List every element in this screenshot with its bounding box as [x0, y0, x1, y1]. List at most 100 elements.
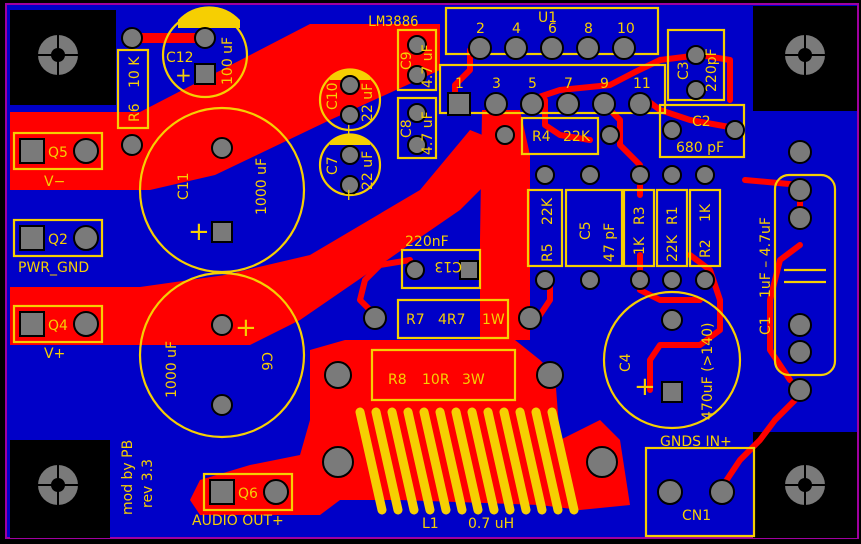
inductor-winding	[387, 407, 419, 515]
inductor-winding	[419, 407, 451, 515]
silkscreen-layer	[12, 6, 837, 538]
pads-layer	[19, 27, 832, 512]
trace-center	[480, 110, 530, 340]
credit-line2: rev 3.3	[140, 459, 156, 508]
q5-label: V−	[44, 174, 65, 190]
r7-val: 4R7	[438, 312, 466, 328]
inductor-winding	[371, 407, 403, 515]
c13-ref: C13	[434, 258, 462, 274]
c8-ref: C8	[399, 119, 415, 138]
chip-name: LM3886	[368, 14, 419, 30]
svg-text:+: +	[634, 372, 656, 402]
pin-7: 7	[564, 76, 573, 92]
r1-ref: R1	[665, 206, 681, 225]
inductor-winding	[483, 407, 515, 515]
svg-text:+: +	[188, 217, 210, 247]
r6-ref: R6	[127, 103, 143, 122]
inductor-winding	[355, 407, 387, 515]
inductor-winding	[435, 407, 467, 515]
r7-ref: R7	[406, 312, 425, 328]
cn1-label: GNDS IN+	[660, 434, 732, 450]
r6-val: 10 K	[127, 56, 143, 88]
c1-ref: C1	[758, 316, 774, 335]
labels-layer: LM3886 U1 2 4 6 8 10 1 3 5 7 9 11 Q5 V− …	[18, 10, 774, 532]
chip-ref: U1	[538, 10, 557, 26]
r7-pwr: 1W	[482, 312, 505, 328]
q2-outline	[12, 218, 104, 258]
c6-ref: C6	[258, 352, 274, 371]
trace-v-plus	[10, 130, 520, 345]
r3-val: 1K	[632, 236, 648, 255]
q4-label: V+	[44, 346, 65, 362]
q6-outline	[202, 472, 294, 512]
c11-ref: C11	[176, 172, 192, 200]
pin-2: 2	[476, 21, 485, 37]
pin-9: 9	[600, 76, 609, 92]
inductor-winding	[403, 407, 435, 515]
pin-8: 8	[584, 21, 593, 37]
r8-pwr: 3W	[462, 372, 485, 388]
c2-val: 680 pF	[676, 140, 724, 156]
r1-val: 22K	[665, 234, 681, 262]
r3-ref: R3	[632, 206, 648, 225]
c7-val: 4.7 uF	[420, 44, 436, 88]
r8-val: 10R	[422, 372, 450, 388]
c9-val: 22 uF	[360, 83, 376, 122]
pin-4: 4	[512, 21, 521, 37]
inductor-winding	[515, 407, 547, 515]
board-outline	[5, 3, 859, 539]
cn1-ref: CN1	[682, 508, 711, 524]
c10-val: 22 uF	[360, 151, 376, 190]
r8-ref: R8	[388, 372, 407, 388]
q2-label: PWR_GND	[18, 260, 89, 276]
pin-6: 6	[548, 21, 557, 37]
c1-val: 1uF – 4.7uF	[758, 217, 774, 298]
c3-val: 220pF	[704, 48, 720, 92]
c9-ref: C9	[399, 51, 415, 70]
cn1-outline	[644, 446, 756, 538]
svg-text:+: +	[342, 120, 355, 139]
c12-val: 100 uF	[220, 37, 236, 85]
q5-outline	[12, 131, 104, 171]
c11-val: 1000 uF	[254, 158, 270, 215]
l1-ref: L1	[422, 516, 439, 532]
svg-text:+: +	[235, 313, 257, 343]
c5-ref: C5	[578, 221, 594, 240]
c12-ref: C12	[166, 50, 194, 66]
q5-ref: Q5	[48, 145, 68, 161]
r5-ref: R5	[540, 243, 556, 262]
inductor-winding	[547, 407, 579, 515]
r2-val: 1K	[698, 203, 714, 222]
q4-ref: Q4	[48, 318, 68, 334]
c13-val: 220nF	[405, 234, 449, 250]
q2-ref: Q2	[48, 232, 68, 248]
inductor-winding	[531, 407, 563, 515]
pin-11: 11	[633, 76, 651, 92]
svg-text:+: +	[342, 185, 355, 204]
inductor-winding	[451, 407, 483, 515]
c4-val: 470uF (>140)	[700, 323, 716, 420]
r5-val: 22K	[540, 197, 556, 225]
c10-ref: C10	[325, 82, 341, 110]
c7-ref: C7	[325, 156, 341, 175]
pin-5: 5	[528, 76, 537, 92]
pin-3: 3	[492, 76, 501, 92]
credit-line1: mod by PB	[120, 440, 136, 515]
c2-ref: C2	[692, 114, 711, 130]
pin-10: 10	[617, 21, 635, 37]
r2-ref: R2	[698, 239, 714, 258]
c3-ref: C3	[676, 61, 692, 80]
c4-ref: C4	[618, 353, 634, 372]
inductor-l1	[355, 407, 579, 515]
inductor-winding	[467, 407, 499, 515]
q4-outline	[12, 304, 104, 344]
pin-1: 1	[455, 76, 464, 92]
r4-ref: R4	[532, 129, 551, 145]
r4-val: 22K	[563, 129, 591, 145]
c6-val: 1000 uF	[164, 341, 180, 398]
q6-ref: Q6	[238, 486, 258, 502]
c5-val: 47 pF	[602, 223, 618, 262]
svg-text:+: +	[175, 63, 192, 87]
